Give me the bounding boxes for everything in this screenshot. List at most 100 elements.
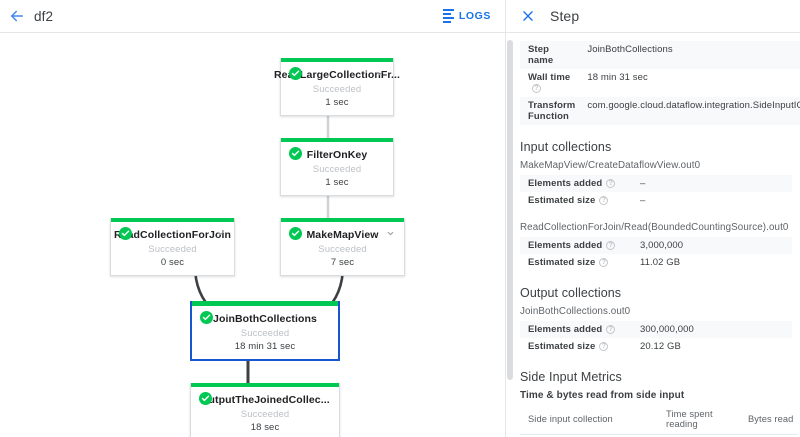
column-header-side-input-collection[interactable]: Side input collection bbox=[520, 405, 658, 435]
help-icon[interactable]: ? bbox=[599, 258, 609, 267]
step-panel-title: Step bbox=[550, 8, 580, 24]
graph-node-read-large-collection[interactable]: ReadLargeCollectionFr... Succeeded 1 sec bbox=[274, 58, 400, 116]
node-status: Succeeded bbox=[148, 244, 197, 255]
step-panel-header: Step bbox=[506, 0, 800, 33]
logs-button[interactable]: LOGS bbox=[442, 9, 491, 23]
cell-side-input-collection: MakeMapView/CreateDataflowView.out0 bbox=[520, 434, 658, 437]
metric-value: 20.12 GB bbox=[640, 341, 681, 352]
logs-list-icon bbox=[442, 9, 454, 23]
chevron-down-icon[interactable] bbox=[375, 69, 384, 78]
node-status-stripe bbox=[281, 138, 393, 142]
graph-node-make-map-view[interactable]: MakeMapView Succeeded 7 sec bbox=[280, 218, 405, 276]
step-details-pane: Step Step name JoinBothCollections Wall … bbox=[505, 0, 800, 437]
spacer bbox=[520, 209, 797, 222]
output-collections-title: Output collections bbox=[520, 286, 622, 300]
table-row: Elements added? – bbox=[520, 175, 792, 192]
panel-scrollbar[interactable] bbox=[506, 34, 514, 437]
metric-key-label: Elements added bbox=[528, 178, 603, 189]
node-title: MakeMapView bbox=[306, 228, 379, 241]
help-icon[interactable]: ? bbox=[606, 325, 616, 334]
panel-scrollbar-thumb[interactable] bbox=[507, 40, 513, 380]
summary-value: JoinBothCollections bbox=[587, 44, 673, 55]
collection-name: JoinBothCollections.out0 bbox=[520, 306, 631, 317]
collection-name: MakeMapView/CreateDataflowView.out0 bbox=[520, 160, 701, 171]
column-header-time-spent-reading[interactable]: Time spent reading bbox=[658, 405, 740, 435]
node-time: 7 sec bbox=[330, 257, 355, 268]
success-check-icon bbox=[200, 311, 213, 324]
node-status-stripe bbox=[281, 58, 393, 62]
success-check-icon bbox=[199, 392, 212, 405]
job-graph-pane: df2 LOGS bbox=[0, 0, 505, 437]
help-icon[interactable]: ? bbox=[599, 196, 609, 205]
node-status-stripe bbox=[111, 218, 234, 222]
graph-node-read-collection-for-join[interactable]: ReadCollectionForJoin Succeeded 0 sec bbox=[110, 218, 235, 276]
node-status: Succeeded bbox=[312, 84, 362, 95]
step-panel-scroll-area[interactable]: Step name JoinBothCollections Wall time?… bbox=[506, 34, 800, 437]
metric-value: 3,000,000 bbox=[640, 240, 684, 251]
node-status: Succeeded bbox=[240, 409, 290, 420]
help-icon[interactable]: ? bbox=[606, 179, 616, 188]
back-arrow-icon[interactable] bbox=[0, 7, 34, 25]
table-row: Estimated size? 20.12 GB bbox=[520, 338, 792, 355]
metric-value: – bbox=[640, 178, 646, 189]
table-row: Elements added? 3,000,000 bbox=[520, 237, 792, 254]
summary-key: Wall time? bbox=[520, 69, 579, 97]
job-name: df2 bbox=[34, 8, 54, 24]
graph-node-filter-on-key[interactable]: FilterOnKey Succeeded 1 sec bbox=[280, 138, 394, 196]
node-status: Succeeded bbox=[240, 328, 290, 339]
column-header-bytes-read[interactable]: Bytes read bbox=[740, 405, 798, 435]
summary-value: com.google.cloud.dataflow.integration.Si… bbox=[587, 100, 800, 111]
input-collection-metrics-0: Elements added? – Estimated size? – bbox=[520, 175, 792, 209]
node-status: Succeeded bbox=[312, 164, 362, 175]
chevron-down-icon[interactable] bbox=[216, 229, 225, 238]
summary-key: Transform Function bbox=[528, 100, 576, 122]
summary-value: 18 min 31 sec bbox=[587, 72, 648, 83]
node-title: OutputTheJoinedCollec... bbox=[200, 393, 330, 406]
metric-key: Estimated size? bbox=[520, 338, 632, 355]
node-time: 18 sec bbox=[250, 422, 280, 433]
node-status-stripe bbox=[191, 383, 339, 387]
help-icon[interactable]: ? bbox=[599, 342, 609, 351]
node-title: ReadLargeCollectionFr... bbox=[273, 68, 401, 81]
metric-key: Elements added? bbox=[520, 237, 632, 254]
cell-time-spent-reading: 10 min 3 sec bbox=[658, 434, 740, 437]
summary-key-label: Wall time bbox=[528, 72, 571, 83]
top-bar: df2 LOGS bbox=[0, 0, 505, 33]
metric-value: 11.02 GB bbox=[640, 257, 681, 268]
node-status: Succeeded bbox=[318, 244, 367, 255]
node-title: ReadCollectionForJoin bbox=[113, 228, 232, 241]
node-title: JoinBothCollections bbox=[213, 312, 317, 325]
metric-key: Elements added? bbox=[520, 321, 632, 338]
metric-key-label: Estimated size bbox=[528, 195, 596, 206]
metric-value: – bbox=[640, 195, 646, 206]
step-summary-table: Step name JoinBothCollections Wall time?… bbox=[520, 41, 800, 125]
metric-key-label: Estimated size bbox=[528, 257, 596, 268]
metric-key-label: Estimated size bbox=[528, 341, 596, 352]
success-check-icon bbox=[289, 67, 302, 80]
table-row: Wall time? 18 min 31 sec bbox=[520, 69, 800, 97]
graph-edges bbox=[188, 106, 345, 392]
success-check-icon bbox=[289, 227, 302, 240]
close-x-icon[interactable] bbox=[518, 6, 538, 26]
table-row: Step name JoinBothCollections bbox=[520, 41, 800, 69]
node-status-stripe bbox=[281, 218, 404, 222]
graph-node-join-both-collections[interactable]: JoinBothCollections Succeeded 18 min 31 … bbox=[190, 301, 340, 361]
node-time: 1 sec bbox=[325, 177, 349, 188]
side-input-metrics-subtitle: Time & bytes read from side input bbox=[520, 390, 685, 401]
success-check-icon bbox=[119, 227, 132, 240]
node-time: 1 sec bbox=[325, 97, 349, 108]
input-collections-title: Input collections bbox=[520, 140, 612, 154]
graph-node-output-the-joined-collection[interactable]: OutputTheJoinedCollec... Succeeded 18 se… bbox=[190, 383, 340, 437]
table-row: MakeMapView/CreateDataflowView.out0 10 m… bbox=[520, 434, 798, 437]
table-row: Transform Function com.google.cloud.data… bbox=[520, 97, 800, 125]
help-icon[interactable]: ? bbox=[532, 84, 541, 93]
metric-key: Estimated size? bbox=[520, 192, 632, 209]
help-icon[interactable]: ? bbox=[606, 241, 616, 250]
table-header-row: Side input collection Time spent reading… bbox=[520, 405, 798, 435]
side-input-metrics-title: Side Input Metrics bbox=[520, 370, 622, 384]
collection-name: ReadCollectionForJoin/Read(BoundedCounti… bbox=[520, 222, 789, 233]
logs-button-label: LOGS bbox=[458, 10, 491, 22]
graph-canvas[interactable]: ReadLargeCollectionFr... Succeeded 1 sec bbox=[0, 33, 505, 437]
chevron-down-icon[interactable] bbox=[386, 229, 395, 238]
